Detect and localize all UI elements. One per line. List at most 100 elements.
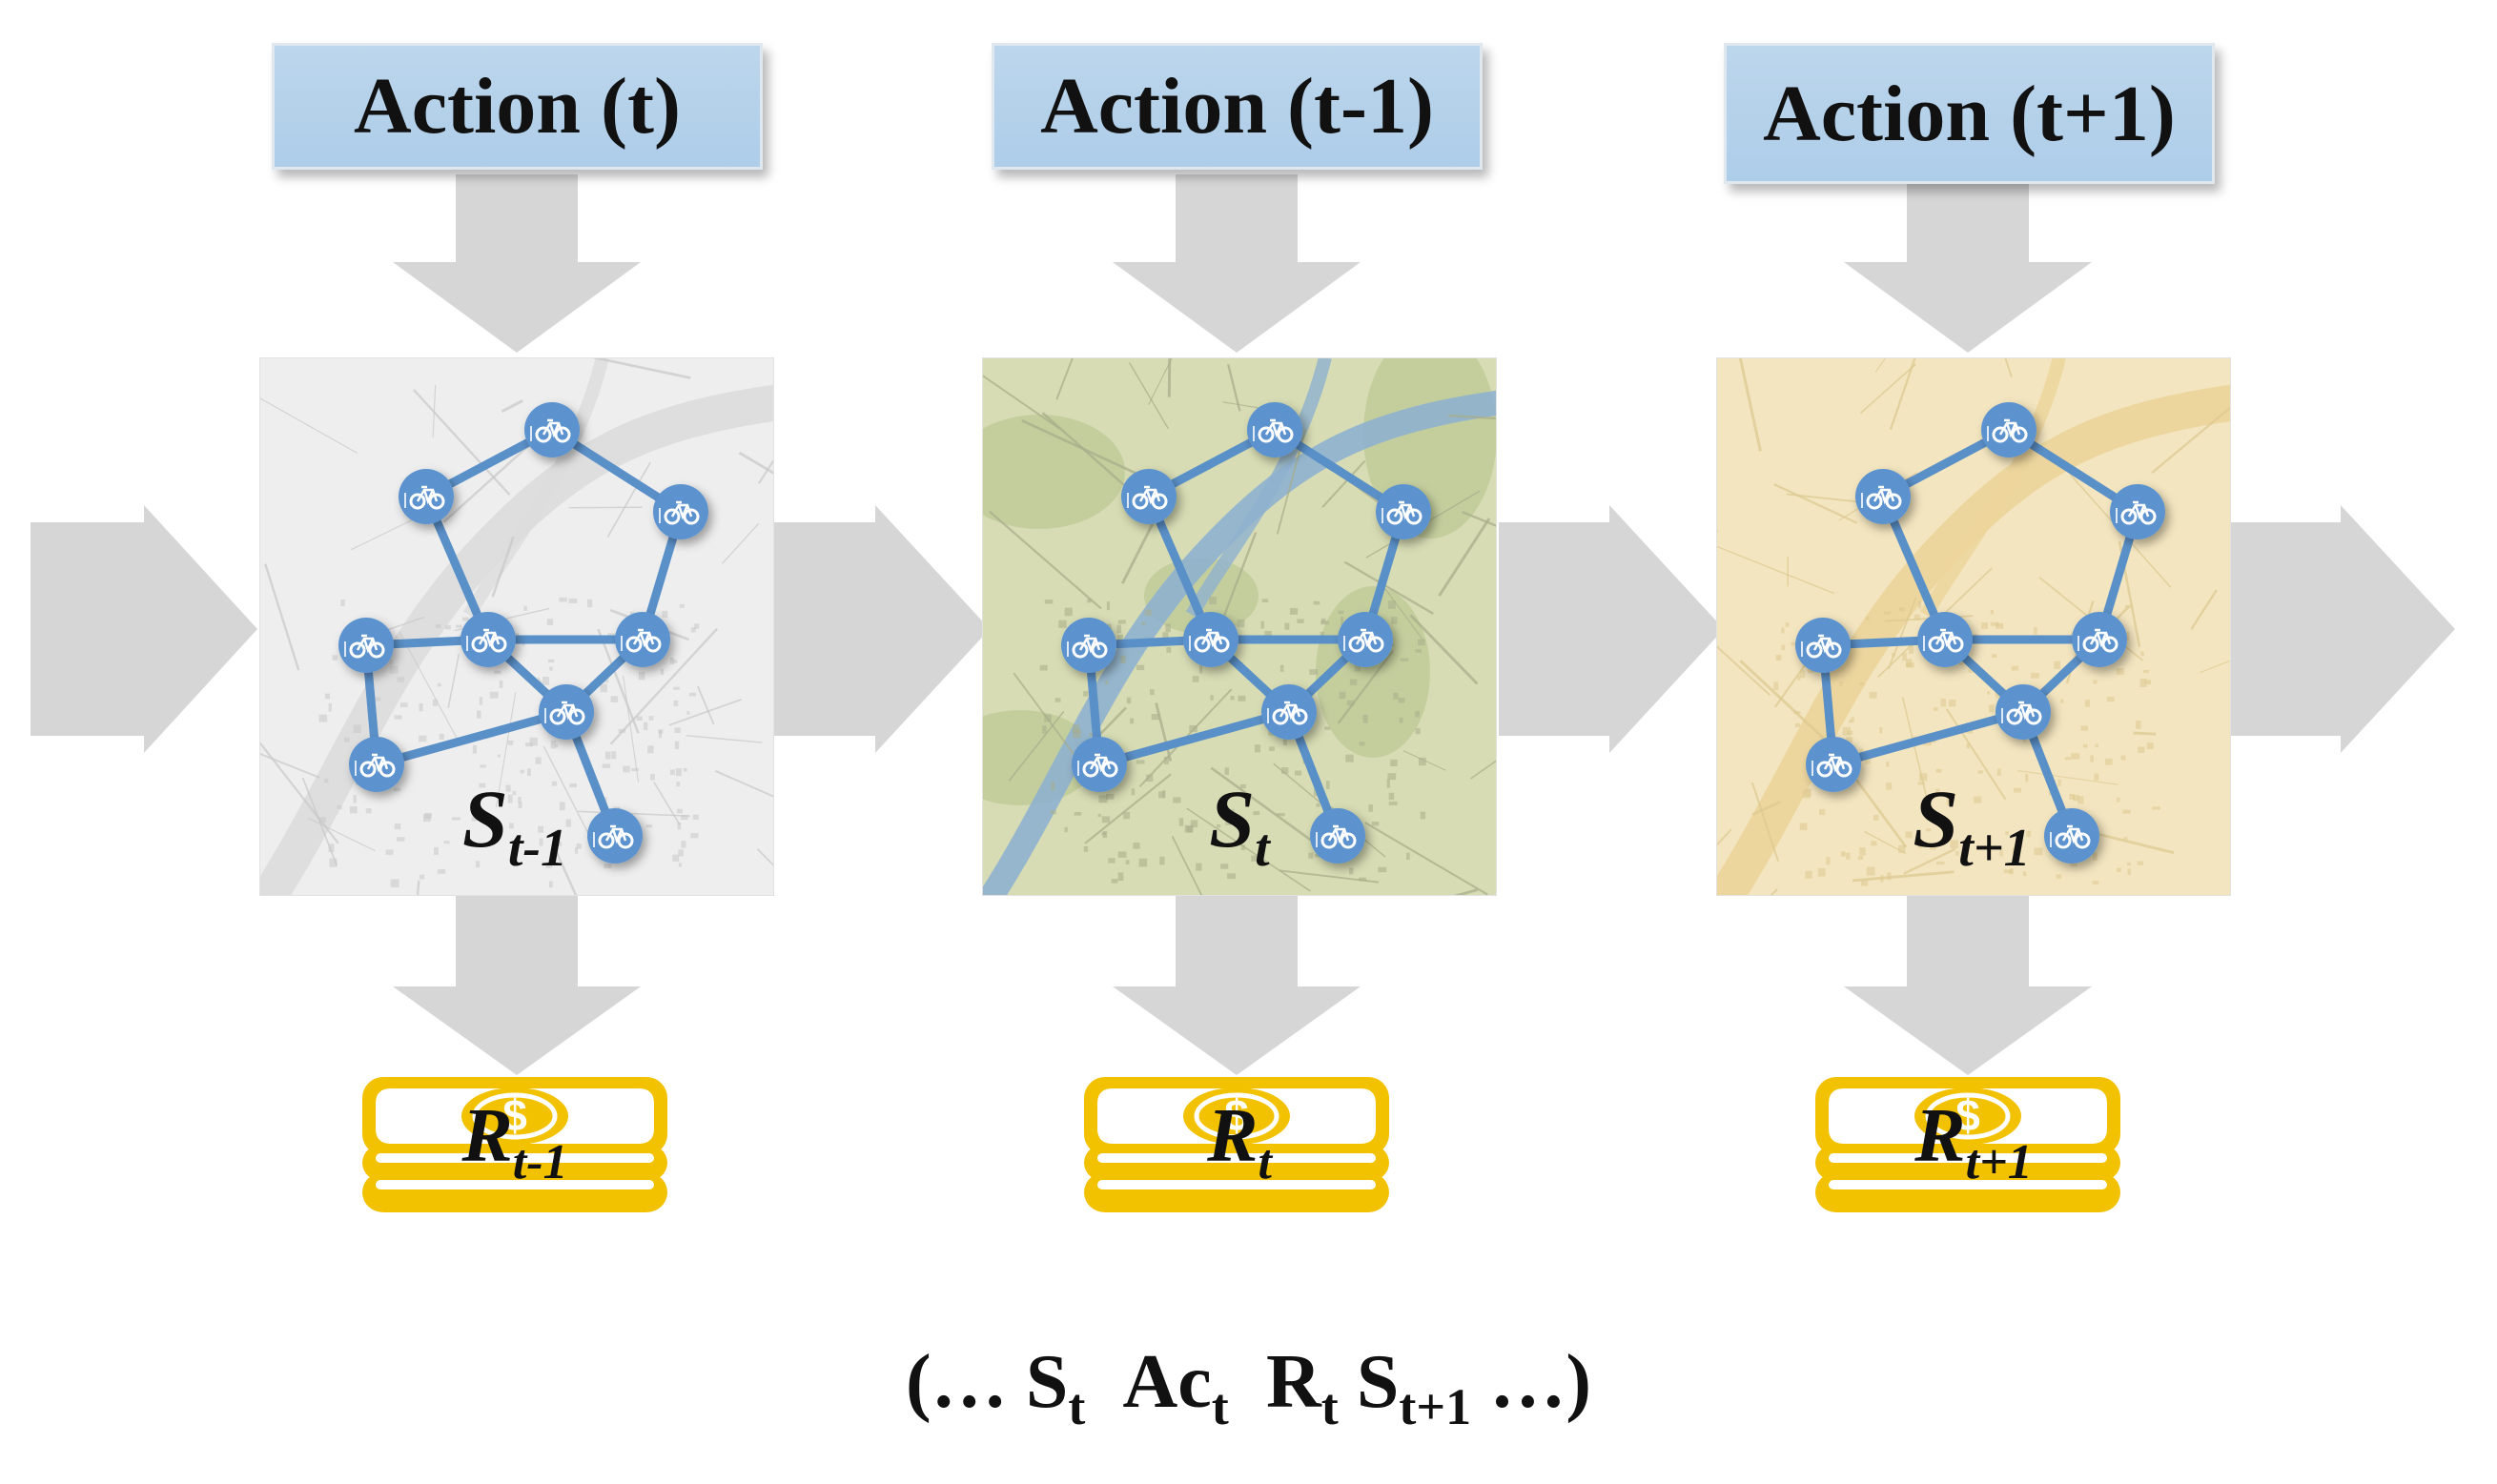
state-label-2: St — [1209, 773, 1271, 878]
down-arrow-reward-1 — [393, 894, 641, 1075]
bicycle-icon — [1253, 418, 1294, 443]
bicycle-station-node — [587, 808, 643, 864]
bicycle-icon — [1382, 500, 1422, 525]
reward-stack-1: $ — [362, 1077, 667, 1212]
bicycle-icon — [1316, 824, 1357, 849]
sequence-s: St — [1025, 1340, 1085, 1435]
down-arrow-reward-2 — [1113, 894, 1361, 1075]
sequence-s-main: S — [1025, 1340, 1069, 1424]
sequence-s-sub: t — [1068, 1378, 1086, 1435]
state-label-1-sub: t-1 — [508, 819, 567, 878]
sequence-s2: St+1 — [1356, 1340, 1471, 1435]
bicycle-icon — [1067, 634, 1108, 659]
bicycle-icon — [344, 634, 385, 659]
flow-arrow-4 — [2231, 505, 2455, 753]
sequence-r-sub: t — [1320, 1378, 1339, 1435]
bicycle-station-node — [539, 684, 594, 740]
bicycle-station-node — [615, 612, 670, 667]
bicycle-icon — [1861, 485, 1902, 510]
bicycle-icon — [1077, 753, 1118, 778]
reward-label-3-sub: t+1 — [1966, 1135, 2033, 1189]
reward-label-2: Rt — [1206, 1094, 1273, 1189]
dollar-symbol: $ — [1955, 1090, 1980, 1140]
state-label-2-sub: t — [1255, 819, 1271, 878]
reward-label-1-main: R — [461, 1094, 512, 1178]
bicycle-station-node — [349, 737, 404, 792]
bicycle-icon — [621, 628, 662, 653]
action-label-1: Action (t) — [354, 62, 681, 151]
sequence-s2-main: S — [1356, 1340, 1400, 1424]
bicycle-station-node — [1072, 737, 1127, 792]
reward-stack-3: $ — [1815, 1077, 2120, 1212]
bicycle-icon — [2077, 628, 2118, 653]
bicycle-station-node — [1121, 469, 1177, 524]
action-box-3: Action (t+1) — [1724, 43, 2215, 184]
bicycle-icon — [1189, 628, 1230, 653]
bicycle-icon — [466, 628, 507, 653]
action-label-2: Action (t-1) — [1040, 62, 1434, 151]
bicycle-station-node — [1247, 402, 1302, 457]
bicycle-station-node — [338, 618, 394, 673]
reward-label-1-sub: t-1 — [513, 1135, 568, 1189]
bicycle-station-node — [1795, 618, 1851, 673]
dollar-symbol: $ — [1224, 1090, 1249, 1140]
sequence-close: …) — [1489, 1340, 1591, 1424]
bicycle-station-node — [2044, 808, 2099, 864]
state-label-1-main: S — [462, 773, 508, 864]
bicycle-station-node — [1996, 684, 2051, 740]
bicycle-station-node — [524, 402, 580, 457]
bicycle-station-node — [2110, 484, 2165, 539]
bicycle-icon — [1923, 628, 1964, 653]
flow-arrow-1 — [31, 505, 257, 753]
reward-stack-2: $ — [1084, 1077, 1389, 1212]
bicycle-icon — [544, 701, 585, 725]
bicycle-station-node — [399, 469, 454, 524]
state-label-3: St+1 — [1913, 773, 2030, 878]
sequence-r: Rt — [1265, 1340, 1339, 1435]
state-label-3-sub: t+1 — [1958, 819, 2030, 878]
action-box-2: Action (t-1) — [992, 43, 1483, 170]
state-panel-3 — [1716, 357, 2231, 896]
bicycle-station-node — [1376, 484, 1431, 539]
flow-arrow-3 — [1499, 505, 1724, 753]
bicycle-icon — [2050, 824, 2091, 849]
bicycle-icon — [659, 500, 700, 525]
bicycle-station-node — [461, 612, 516, 667]
reward-label-2-sub: t — [1258, 1135, 1273, 1189]
sequence-a: Act — [1122, 1340, 1229, 1435]
bicycle-station-node — [653, 484, 708, 539]
sequence-a-sub: t — [1211, 1378, 1229, 1435]
bicycle-station-node — [1338, 612, 1393, 667]
bicycle-station-node — [1806, 737, 1861, 792]
bicycle-station-node — [1310, 808, 1365, 864]
down-arrow-action-3 — [1844, 181, 2092, 353]
bicycle-icon — [1267, 701, 1308, 725]
bicycle-station-node — [1917, 612, 1973, 667]
bicycle-station-node — [1061, 618, 1116, 673]
sequence-open: (… — [906, 1340, 1008, 1424]
bicycle-station-node — [1261, 684, 1317, 740]
bicycle-icon — [1343, 628, 1384, 653]
dollar-symbol: $ — [502, 1090, 527, 1140]
down-arrow-action-1 — [393, 174, 641, 353]
reward-label-1: Rt-1 — [461, 1094, 567, 1189]
sequence-a-main: Ac — [1122, 1340, 1212, 1424]
reward-label-3-main: R — [1914, 1094, 1965, 1178]
bicycle-station-node — [2072, 612, 2127, 667]
action-box-1: Action (t) — [272, 43, 763, 170]
bicycle-station-node — [1855, 469, 1911, 524]
bicycle-icon — [530, 418, 571, 443]
action-label-3: Action (t+1) — [1763, 69, 2176, 158]
down-arrow-action-2 — [1113, 174, 1361, 353]
state-panel-2 — [982, 357, 1497, 896]
flow-arrow-2 — [770, 505, 990, 753]
bicycle-icon — [2001, 701, 2042, 725]
state-label-2-main: S — [1209, 773, 1255, 864]
bicycle-icon — [1801, 634, 1842, 659]
sequence-r-main: R — [1265, 1340, 1321, 1424]
bicycle-icon — [1127, 485, 1168, 510]
bicycle-icon — [355, 753, 396, 778]
reward-label-2-main: R — [1206, 1094, 1258, 1178]
